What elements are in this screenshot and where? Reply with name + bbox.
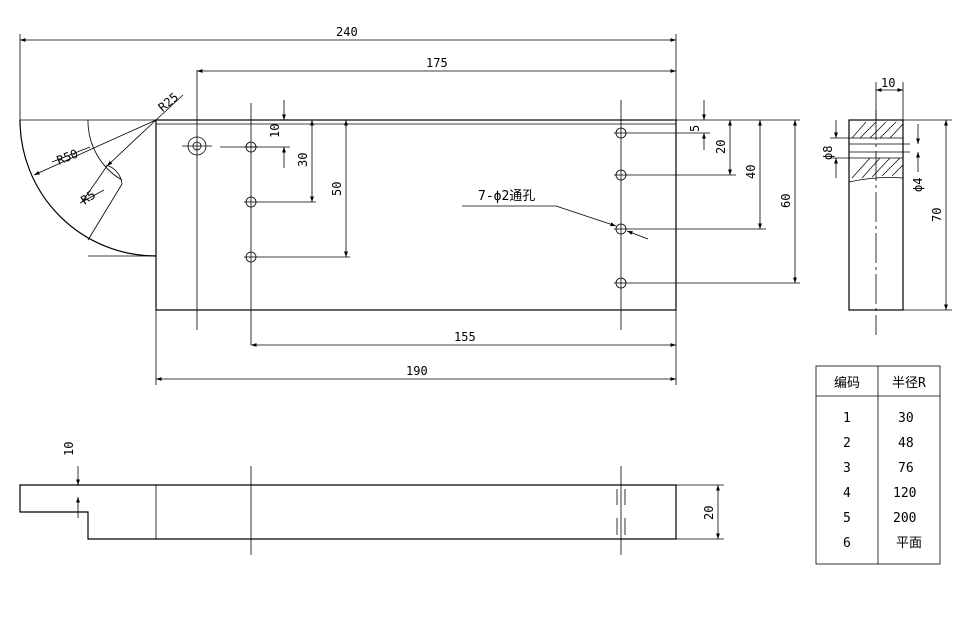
phi8-label: ϕ8 — [821, 146, 835, 160]
inner-arc-r25 — [87, 119, 123, 181]
r50-leader — [33, 119, 157, 176]
table-radius-5: 200 — [893, 511, 916, 526]
dim-175-label: 175 — [426, 56, 448, 70]
table-radius-4: 120 — [893, 486, 916, 501]
table-code-1: 1 — [843, 411, 851, 426]
dim-50-label: 50 — [330, 182, 344, 196]
quarter-arc-r50 — [19, 119, 157, 257]
table-code-6: 6 — [843, 536, 851, 551]
r25-label: R25 — [156, 90, 182, 115]
r50-label: R50 — [55, 147, 80, 168]
plate-outline — [155, 119, 677, 311]
dim-bottom-10-label: 10 — [62, 442, 76, 456]
dim-60-label: 60 — [779, 194, 793, 208]
dim-side-10-label: 10 — [881, 76, 895, 90]
r5-label: R5 — [78, 188, 98, 208]
dim-70-label: 70 — [930, 208, 944, 222]
phi4-label: ϕ4 — [911, 178, 925, 192]
side-view: 10 ϕ8 ϕ4 70 — [821, 76, 952, 335]
table-code-2: 2 — [843, 436, 851, 451]
r5-leader-ext — [81, 165, 108, 203]
dim-40-label: 40 — [744, 165, 758, 179]
table-header-code: 编码 — [834, 376, 860, 391]
r5-underline — [79, 189, 105, 204]
table-header-radius: 半径R — [892, 376, 926, 391]
radius-table: 编码 半径R 1 30 2 48 3 76 4 120 5 200 6 平面 — [815, 365, 941, 565]
bottom-view: 10 20 — [19, 442, 724, 555]
section-boundary — [848, 119, 904, 183]
table-radius-3: 76 — [898, 461, 914, 476]
bottom-outline — [19, 484, 677, 540]
dim-5-label: 5 — [688, 125, 702, 132]
holes-note-label: 7-ϕ2通孔 — [478, 189, 535, 204]
dim-bottom-20-label: 20 — [702, 506, 716, 520]
table-code-4: 4 — [843, 486, 851, 501]
dim-190-label: 190 — [406, 364, 428, 378]
dim-20-label: 20 — [714, 140, 728, 154]
section-hatch — [851, 121, 904, 179]
holes-note-arrow — [555, 205, 617, 227]
r50-underline — [51, 146, 91, 163]
table-code-3: 3 — [843, 461, 851, 476]
holes-note-arrow2 — [626, 230, 649, 240]
arc-inner-line — [87, 183, 123, 241]
dim-155-label: 155 — [454, 330, 476, 344]
right-holes — [614, 127, 628, 289]
table-radius-1: 30 — [898, 411, 914, 426]
r5-leader — [106, 119, 157, 167]
dim-240-label: 240 — [336, 25, 358, 39]
front-view: R25 R50 R5 10 30 50 — [19, 25, 800, 385]
r25-leader — [155, 94, 184, 121]
table-radius-2: 48 — [898, 436, 914, 451]
table-radius-6: 平面 — [896, 536, 922, 551]
dim-10-label: 10 — [268, 124, 282, 138]
dim-30-label: 30 — [296, 153, 310, 167]
table-code-5: 5 — [843, 511, 851, 526]
